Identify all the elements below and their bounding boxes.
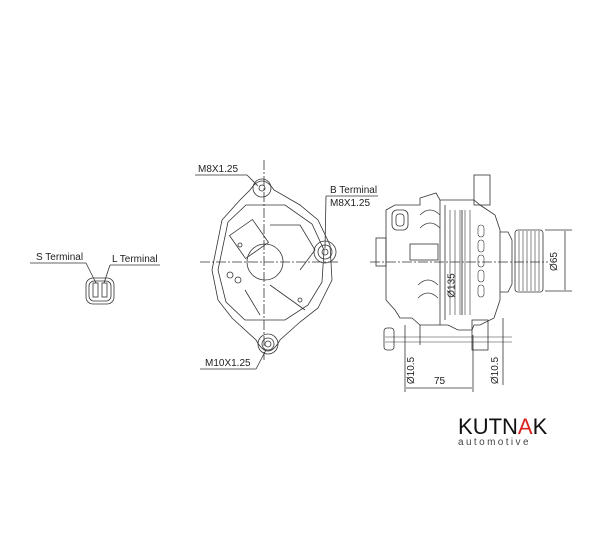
left-hole-dim: Ø10.5 (406, 356, 418, 385)
right-hole-dim: Ø10.5 (490, 356, 502, 385)
s-terminal-label: S Terminal (36, 252, 84, 263)
brand-logo: KUTNAK automotive (458, 414, 548, 449)
brand-name: KUTNAK (458, 414, 548, 439)
alternator-front-view (195, 160, 378, 370)
top-bolt-label: M8X1.25 (198, 164, 239, 175)
l-terminal-label: L Terminal (112, 254, 158, 265)
b-terminal-thread-label: M8X1.25 (330, 198, 371, 209)
body-diameter-dim: Ø135 (446, 273, 458, 298)
pulley-diameter-dim: Ø65 (548, 252, 560, 271)
brand-tagline: automotive (458, 437, 531, 448)
b-terminal-label: B Terminal (330, 185, 378, 196)
connector-icon (30, 262, 160, 305)
bottom-bolt-label: M10X1.25 (205, 358, 251, 369)
mount-spacing-dim: 75 (434, 376, 446, 387)
alternator-side-view (370, 174, 572, 392)
